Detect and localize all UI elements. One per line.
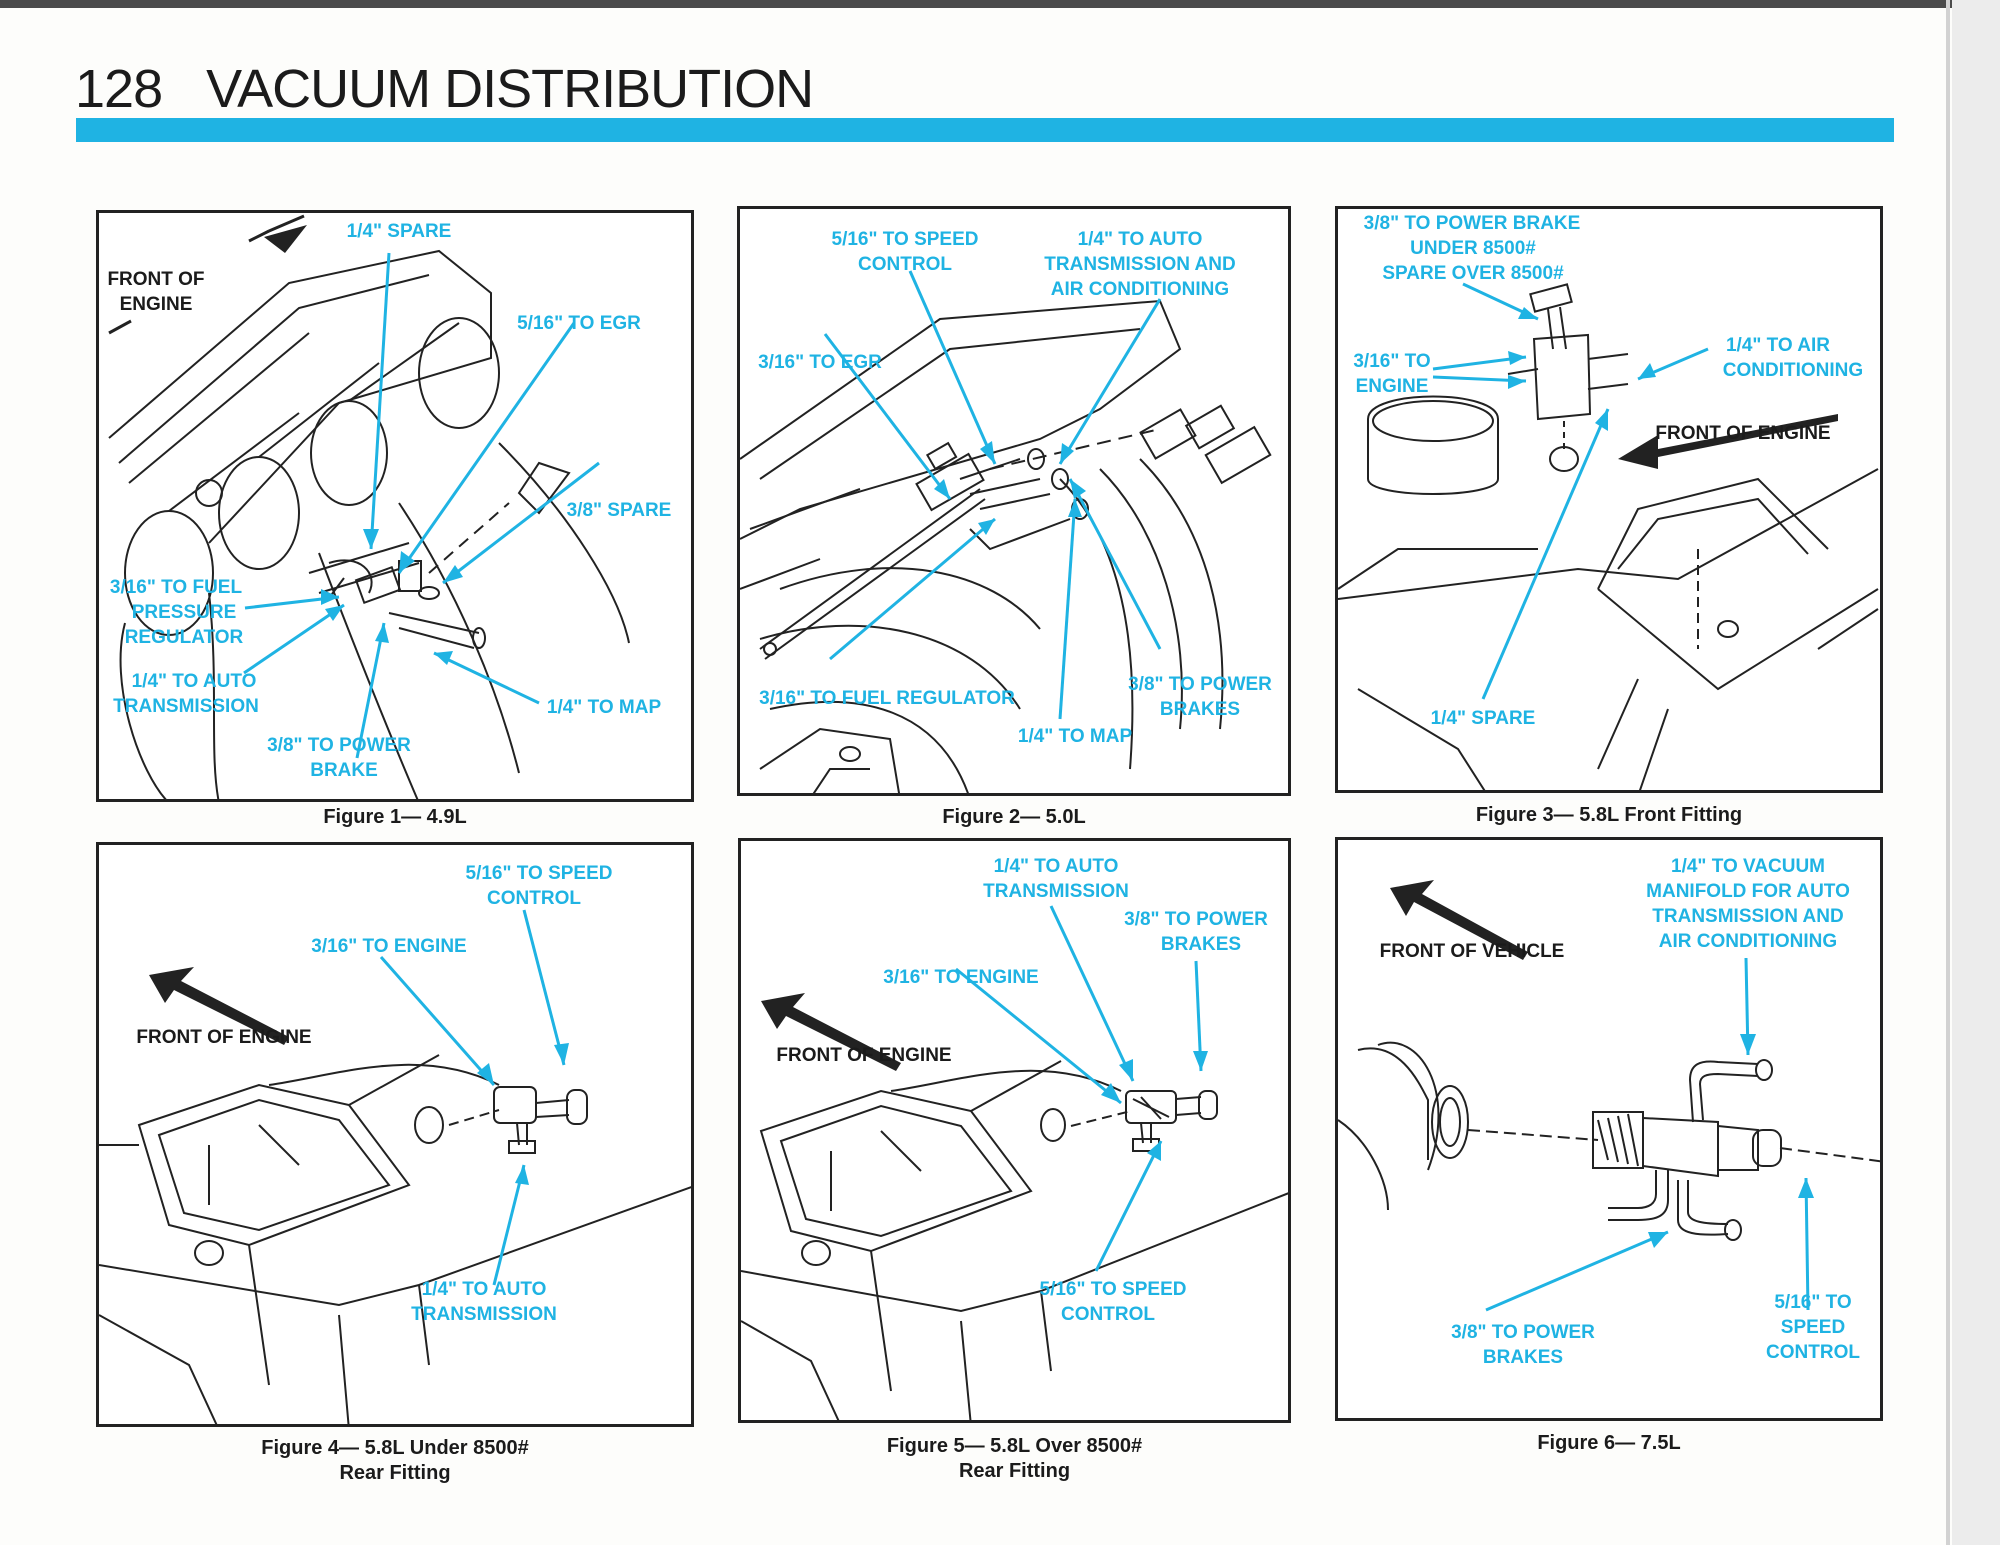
label-3-16-to-fuel-regulator: 3/16" TO FUEL REGULATOR	[759, 688, 1015, 709]
label-3-8-to-power: 3/8" TO POWER	[1124, 909, 1268, 930]
figure-3-caption: Figure 3— 5.8L Front Fitting	[1475, 804, 1743, 826]
label-3-8-spare: 3/8" SPARE	[566, 500, 672, 521]
label-spare-over-8500: SPARE OVER 8500#	[1382, 263, 1564, 284]
label-3-8-to-power-brake: 3/8" TO POWER BRAKE	[1363, 213, 1581, 234]
figure-4-illustration	[99, 909, 691, 1424]
figure-2-illustration	[740, 270, 1272, 793]
label-1-4-to-air: 1/4" TO AIR	[1725, 335, 1831, 356]
figure-1-caption: Figure 1— 4.9L	[323, 806, 467, 828]
figure-1-panel: 1/4" SPARE FRONT OF ENGINE 5/16" TO EGR …	[96, 210, 694, 802]
label-3-8-to-power: 3/8" TO POWER	[1451, 1322, 1595, 1343]
figure-6-panel: 1/4" TO VACUUM MANIFOLD FOR AUTO TRANSMI…	[1335, 837, 1883, 1421]
label-1-4-to-vacuum: 1/4" TO VACUUM	[1671, 856, 1825, 877]
figure-4-caption-line1: Figure 4— 5.8L Under 8500#	[261, 1437, 529, 1459]
label-1-4-spare: 1/4" SPARE	[1430, 708, 1536, 729]
figure-1-illustration	[108, 214, 630, 799]
label-3-16-to-engine: 3/16" TO ENGINE	[883, 967, 1039, 988]
figure-4-caption: Figure 4— 5.8L Under 8500# Rear Fitting	[96, 1436, 694, 1486]
label-1-4-to-map: 1/4" TO MAP	[546, 697, 662, 718]
label-transmission-and: TRANSMISSION AND	[1652, 906, 1844, 927]
label-3-16-to: 3/16" TO	[1353, 351, 1431, 372]
label-conditioning: CONDITIONING	[1722, 360, 1864, 381]
label-air-conditioning: AIR CONDITIONING	[1050, 279, 1230, 300]
figure-5-caption: Figure 5— 5.8L Over 8500# Rear Fitting	[738, 1434, 1291, 1484]
figure-5-panel: 1/4" TO AUTO TRANSMISSION 3/8" TO POWER …	[738, 838, 1291, 1423]
figure-3-illustration	[1338, 282, 1879, 790]
page-number: 128	[75, 59, 163, 119]
label-control: CONTROL	[858, 254, 952, 275]
page-title: VACUUM DISTRIBUTION	[206, 59, 814, 119]
label-1-4-to-auto: 1/4" TO AUTO	[421, 1279, 547, 1300]
figure-5-caption-line2: Rear Fitting	[958, 1460, 1071, 1482]
label-air-conditioning: AIR CONDITIONING	[1658, 931, 1838, 952]
label-front-of: FRONT OF	[107, 269, 205, 290]
page-header: 128 VACUUM DISTRIBUTION	[75, 59, 814, 119]
label-5-16-to-egr: 5/16" TO EGR	[517, 313, 641, 334]
label-transmission-and: TRANSMISSION AND	[1044, 254, 1236, 275]
figure-5-illustration	[741, 905, 1288, 1420]
adjacent-page-edge	[1952, 0, 2000, 1545]
figure-4-caption-line2: Rear Fitting	[339, 1462, 451, 1484]
label-front-of-engine: FRONT OF ENGINE	[776, 1045, 952, 1066]
figure-6-illustration	[1338, 880, 1880, 1312]
label-engine: ENGINE	[1355, 376, 1429, 397]
label-1-4-to-map: 1/4" TO MAP	[1017, 726, 1133, 747]
label-speed: SPEED	[1780, 1317, 1846, 1338]
figure-2-caption: Figure 2— 5.0L	[942, 806, 1086, 828]
label-brakes: BRAKES	[1160, 934, 1242, 955]
label-transmission: TRANSMISSION	[983, 881, 1129, 902]
label-1-4-to-auto: 1/4" TO AUTO	[1077, 229, 1203, 250]
label-3-16-to-fuel: 3/16" TO FUEL	[109, 577, 243, 598]
label-3-16-to-egr: 3/16" TO EGR	[758, 352, 882, 373]
label-front-of-vehicle: FRONT OF VEHICLE	[1379, 941, 1565, 962]
figure-3-panel: 3/8" TO POWER BRAKE UNDER 8500# SPARE OV…	[1335, 206, 1883, 793]
label-pressure: PRESSURE	[131, 602, 237, 623]
label-front-of-engine: FRONT OF ENGINE	[1655, 423, 1831, 444]
label-manifold-for-auto: MANIFOLD FOR AUTO	[1646, 881, 1850, 902]
page-top-shadow	[0, 0, 2000, 8]
figure-5-caption-line1: Figure 5— 5.8L Over 8500#	[886, 1435, 1143, 1457]
label-control: CONTROL	[1766, 1342, 1860, 1363]
label-transmission: TRANSMISSION	[113, 696, 259, 717]
header-rule	[76, 118, 1894, 142]
label-5-16-to-speed: 5/16" TO SPEED	[831, 229, 979, 250]
label-1-4-spare: 1/4" SPARE	[346, 221, 452, 242]
label-control: CONTROL	[1061, 1304, 1155, 1325]
label-3-8-to-power: 3/8" TO POWER	[267, 735, 411, 756]
label-5-16-to-speed: 5/16" TO SPEED	[465, 863, 613, 884]
page-edge-line	[1946, 0, 1950, 1545]
label-3-16-to-engine: 3/16" TO ENGINE	[311, 936, 467, 957]
label-3-8-to-power: 3/8" TO POWER	[1128, 674, 1272, 695]
label-5-16-to-speed: 5/16" TO SPEED	[1039, 1279, 1187, 1300]
figure-4-panel: 5/16" TO SPEED CONTROL 3/16" TO ENGINE F…	[96, 842, 694, 1427]
label-brakes: BRAKES	[1159, 699, 1241, 720]
label-1-4-to-auto: 1/4" TO AUTO	[993, 856, 1119, 877]
label-engine: ENGINE	[119, 294, 193, 315]
figure-2-panel: 5/16" TO SPEED CONTROL 1/4" TO AUTO TRAN…	[737, 206, 1291, 796]
label-5-16-to: 5/16" TO	[1774, 1292, 1852, 1313]
label-regulator: REGULATOR	[124, 627, 244, 648]
label-1-4-to-auto: 1/4" TO AUTO	[131, 671, 257, 692]
label-under-8500: UNDER 8500#	[1410, 238, 1536, 259]
label-brake: BRAKE	[310, 760, 378, 781]
label-brakes: BRAKES	[1482, 1347, 1564, 1368]
label-front-of-engine: FRONT OF ENGINE	[136, 1027, 312, 1048]
figure-6-caption: Figure 6— 7.5L	[1537, 1432, 1681, 1454]
label-transmission: TRANSMISSION	[411, 1304, 557, 1325]
label-control: CONTROL	[487, 888, 581, 909]
